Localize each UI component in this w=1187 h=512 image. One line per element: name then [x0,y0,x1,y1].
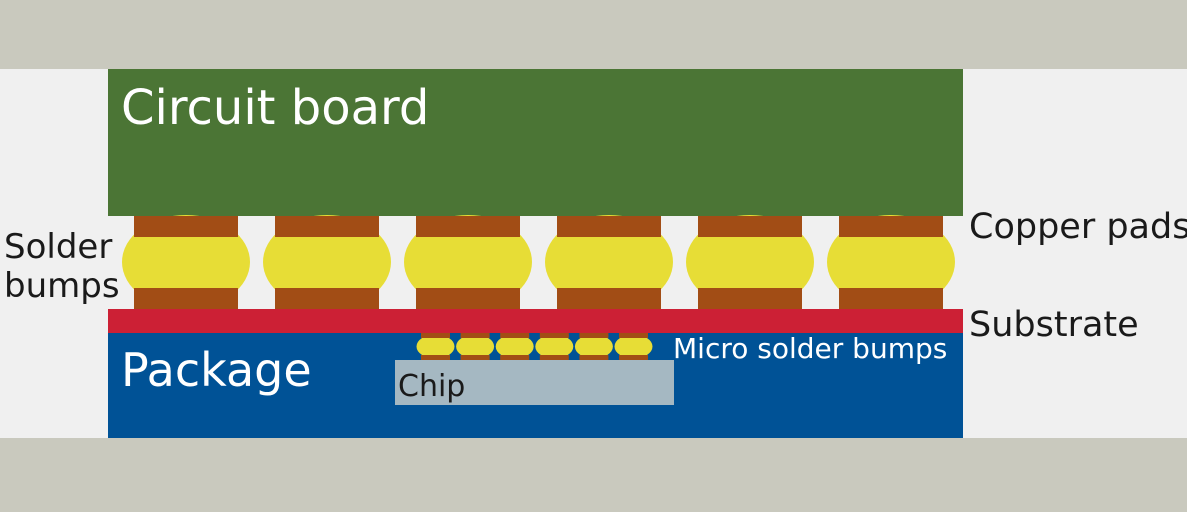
micro-pad-bottom [579,355,609,360]
top-band [0,0,1187,69]
copper-pad-bottom [275,288,379,309]
copper-pad-top [134,216,238,237]
copper-pad-top [557,216,661,237]
micro-pad-bottom [539,355,569,360]
chip [395,360,674,405]
micro-solder-bump [495,334,534,359]
micro-pad-top [421,333,450,338]
copper-pad-bottom [416,288,520,309]
package-label: Package [121,343,312,397]
micro-solder-bumps-label: Micro solder bumps [673,332,947,365]
solder-bumps-label-line2: bumps [4,266,120,306]
substrate-label: Substrate [969,305,1139,345]
micro-pad-top [539,333,569,338]
copper-pads-label: Copper pads [969,207,1187,247]
copper-pad-top [416,216,520,237]
chip-label: Chip [398,369,465,404]
micro-pad-top [579,333,609,338]
solder-bump [122,215,250,309]
bottom-band [0,438,1187,512]
solder-bump [263,215,391,309]
micro-pad-bottom [619,355,648,360]
copper-pad-bottom [839,288,943,309]
micro-solder-bump [416,334,455,359]
copper-pad-top [275,216,379,237]
micro-pad-top [460,333,490,338]
micro-pad-bottom [421,355,450,360]
circuit-board-label: Circuit board [121,80,429,136]
micro-pad-bottom [500,355,530,360]
substrate [108,309,963,333]
solder-bump [545,215,673,309]
circuit-board [108,69,963,216]
solder-bump [827,215,955,309]
micro-pad-top [619,333,648,338]
copper-pad-bottom [134,288,238,309]
copper-pad-top [698,216,802,237]
copper-pad-bottom [557,288,661,309]
micro-bumps-group [416,333,653,360]
micro-solder-bump [574,334,613,359]
solder-bumps-label-line1: Solder [4,227,112,267]
micro-solder-bump [456,334,495,359]
micro-pad-bottom [460,355,490,360]
solder-bump [686,215,814,309]
micro-pad-top [500,333,530,338]
micro-solder-bump [535,334,574,359]
copper-pad-bottom [698,288,802,309]
solder-bump [404,215,532,309]
solder-bumps-group [122,215,955,309]
micro-solder-bump [614,334,653,359]
copper-pad-top [839,216,943,237]
